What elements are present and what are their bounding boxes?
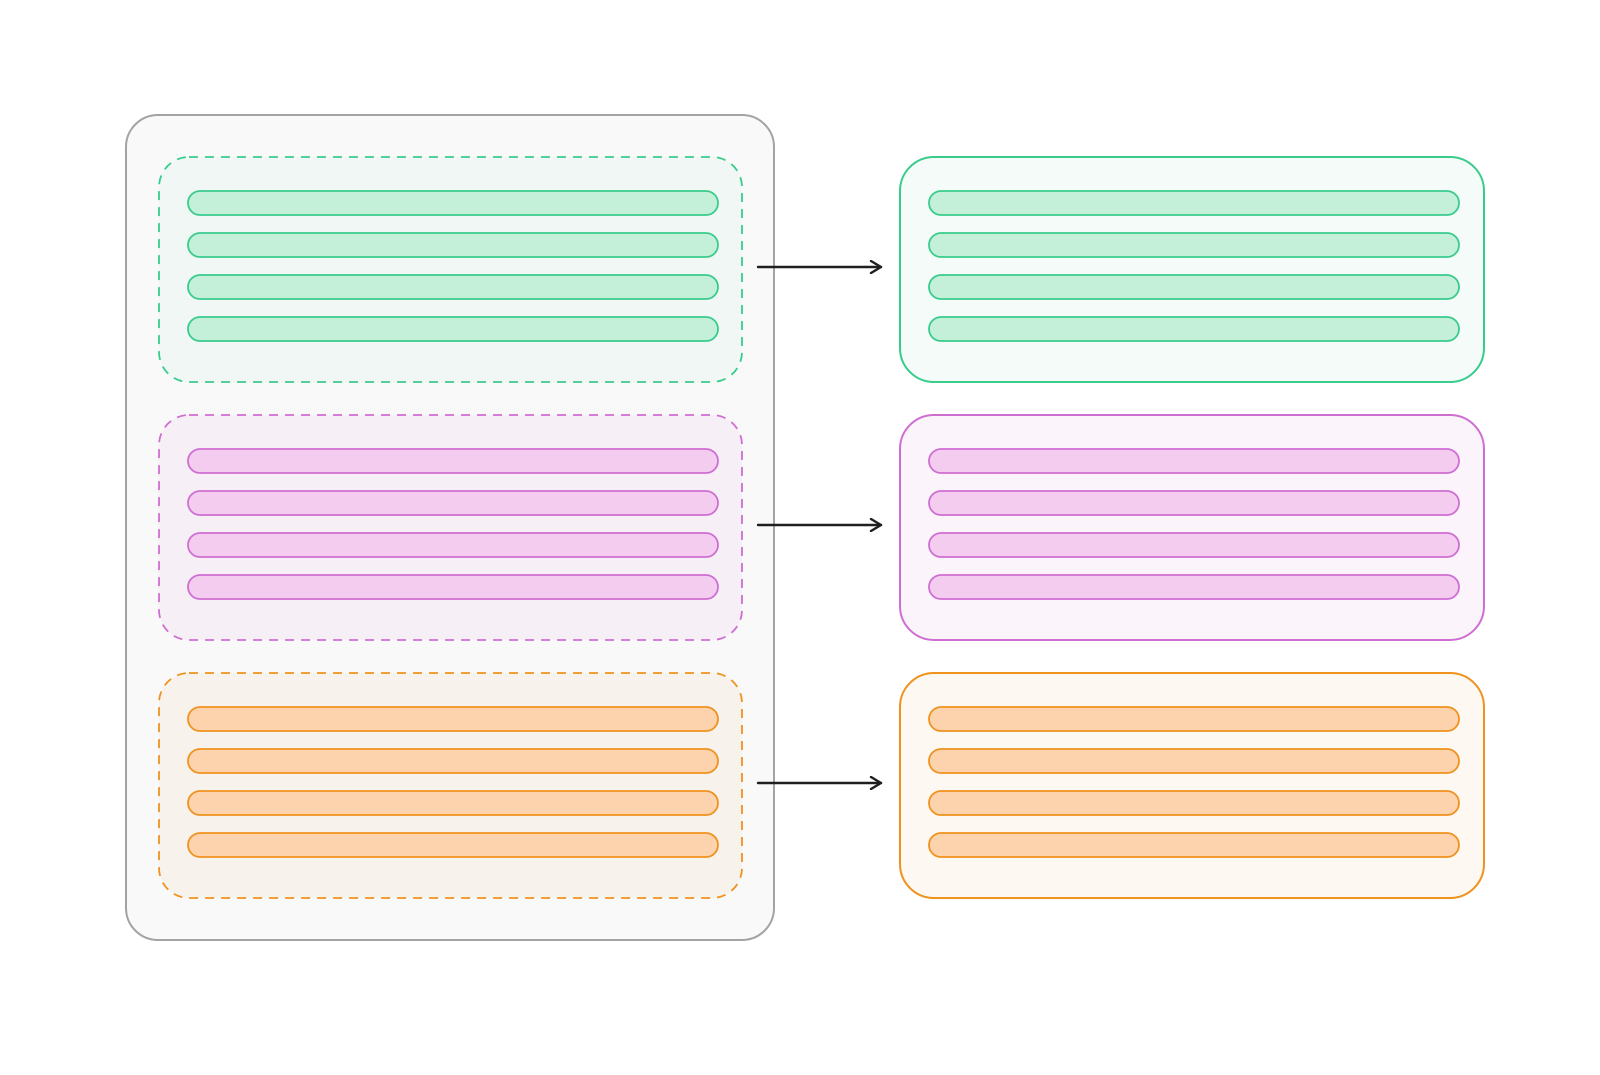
card-green-bar [928,274,1460,300]
group-orange-bar [187,706,719,732]
group-green-bar [187,232,719,258]
card-green-bar [928,232,1460,258]
group-purple-bar [187,532,719,558]
card-green-bar [928,316,1460,342]
card-orange-bar [928,706,1460,732]
group-green-bar [187,316,719,342]
group-purple-bar [187,574,719,600]
card-purple-bar [928,448,1460,474]
group-purple-bar [187,490,719,516]
group-green-bar [187,190,719,216]
group-purple-bar [187,448,719,474]
group-green-bar [187,274,719,300]
group-orange-bar [187,790,719,816]
card-green-bar [928,190,1460,216]
card-purple-bar [928,574,1460,600]
group-orange-bar [187,832,719,858]
card-orange-bar [928,832,1460,858]
card-orange-bar [928,790,1460,816]
card-purple-bar [928,532,1460,558]
card-purple-bar [928,490,1460,516]
group-orange-bar [187,748,719,774]
card-orange-bar [928,748,1460,774]
